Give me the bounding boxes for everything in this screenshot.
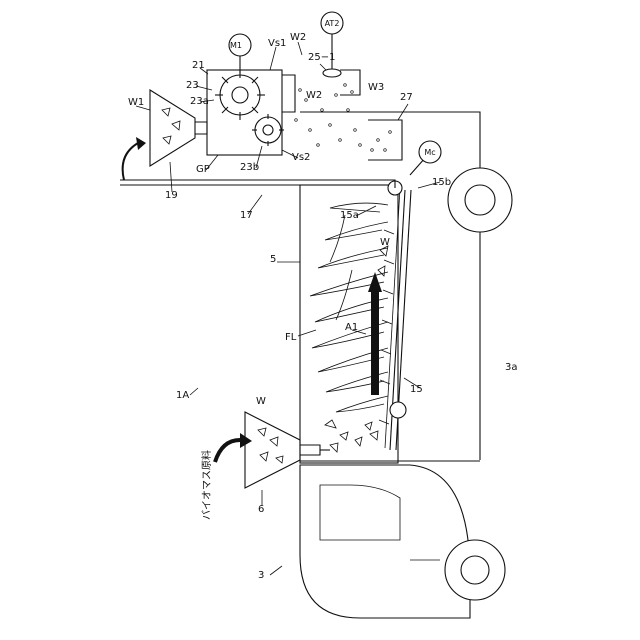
label-23: 23 xyxy=(186,80,199,91)
label-gp: GP xyxy=(196,164,210,175)
input-arrow xyxy=(215,440,240,462)
label-m1: M1 xyxy=(230,41,242,50)
w3-container xyxy=(340,70,360,95)
motor-m1 xyxy=(229,34,251,73)
label-19: 19 xyxy=(165,190,178,201)
labels: 1A 3 3a 5 6 17 19 21 23 23a 23b 25−1 27 … xyxy=(128,19,518,581)
label-w2-top: W2 xyxy=(290,32,306,43)
label-27: 27 xyxy=(400,92,413,103)
label-25-1: 25−1 xyxy=(308,52,335,63)
small-gear xyxy=(252,114,284,146)
label-w-hopper: W xyxy=(256,396,266,407)
truck xyxy=(300,112,512,618)
crusher-unit xyxy=(207,70,295,155)
large-gear xyxy=(215,70,265,120)
duct xyxy=(120,180,395,188)
label-vs1: Vs1 xyxy=(268,38,286,49)
label-15b: 15b xyxy=(432,177,451,188)
motor-mc xyxy=(410,141,441,175)
label-w: W xyxy=(380,237,390,248)
label-biomass: バイオマス原料 xyxy=(200,450,213,520)
label-1a: 1A xyxy=(176,390,189,401)
label-w3: W3 xyxy=(368,82,384,93)
label-3: 3 xyxy=(258,570,264,581)
front-wheel xyxy=(445,540,505,600)
label-fl: FL xyxy=(285,332,297,343)
truck-window xyxy=(320,485,400,540)
collector xyxy=(368,120,402,160)
return-arrow xyxy=(123,143,138,180)
label-5: 5 xyxy=(270,254,276,265)
label-6: 6 xyxy=(258,504,264,515)
input-arrowhead xyxy=(240,433,252,448)
label-21: 21 xyxy=(192,60,205,71)
label-mc: Mc xyxy=(424,148,435,157)
return-arrowhead xyxy=(136,137,146,150)
conveyor-belt xyxy=(379,181,411,450)
label-17: 17 xyxy=(240,210,253,221)
label-3a: 3a xyxy=(505,362,518,373)
label-vs2: Vs2 xyxy=(292,152,310,163)
truck-cab xyxy=(300,465,470,618)
label-at2: AT2 xyxy=(325,19,340,28)
main-hopper xyxy=(245,412,320,488)
label-15a: 15a xyxy=(340,210,359,221)
label-w2-mid: W2 xyxy=(306,90,322,101)
rear-wheel xyxy=(448,168,512,232)
